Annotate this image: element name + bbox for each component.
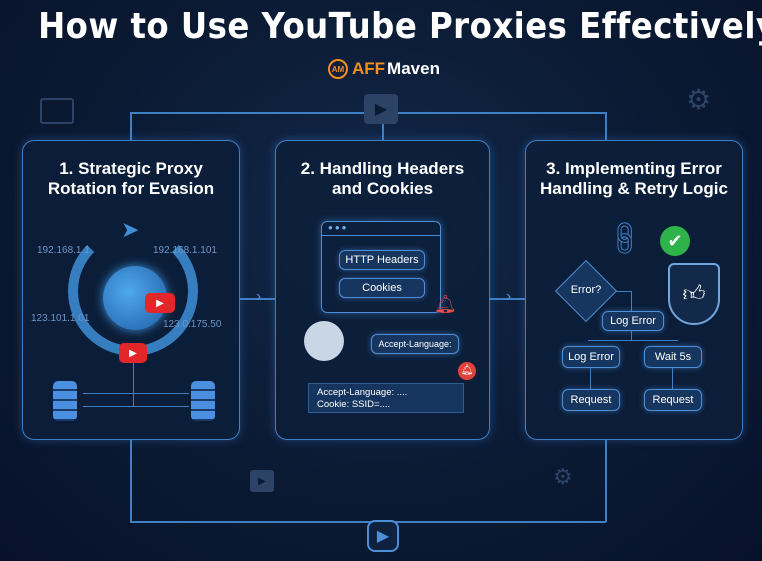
log-error-step: Log Error <box>602 311 664 331</box>
connector <box>672 368 673 389</box>
video-play-icon: ▶ <box>250 470 274 492</box>
browser-window-icon <box>40 98 74 124</box>
shield-thumbs-up-icon: 👍︎ <box>668 263 720 325</box>
brand-name-rest: Maven <box>387 59 440 78</box>
connector <box>240 298 275 300</box>
ip-label: 123.101.1.01 <box>31 313 90 324</box>
code-line: Cookie: SSID=.... <box>317 399 391 410</box>
arrow-right-icon: › <box>506 288 512 305</box>
window-dots-icon: ●●● <box>322 222 440 236</box>
connector <box>130 440 132 522</box>
ip-label: 123.0.175.50 <box>163 319 222 330</box>
http-headers-button[interactable]: HTTP Headers <box>339 250 425 270</box>
youtube-icon: ▶ <box>119 343 147 363</box>
gear-icon: ⚙ <box>686 84 712 115</box>
play-button-icon: ▶ <box>367 520 399 552</box>
connector <box>605 112 607 140</box>
connector <box>83 406 189 407</box>
connector <box>631 331 632 341</box>
code-snippet: Accept-Language: .... Cookie: SSID=.... <box>308 383 464 413</box>
wait-branch: Wait 5s <box>644 346 702 368</box>
request-step: Request <box>562 389 620 411</box>
bell-icon: 🔔︎ <box>434 294 457 314</box>
connector <box>382 112 384 140</box>
cookie-jar-icon <box>304 321 344 361</box>
connector <box>631 291 632 311</box>
connector <box>616 291 631 292</box>
accept-language-tag: Accept-Language: <box>371 334 459 354</box>
database-icon <box>191 381 215 421</box>
log-error-branch: Log Error <box>562 346 620 368</box>
cookies-button[interactable]: Cookies <box>339 278 425 298</box>
brand-name-accent: AFF <box>352 59 386 78</box>
arrow-right-icon: › <box>256 288 262 305</box>
connector <box>83 393 189 394</box>
connector <box>588 340 678 341</box>
page-title: How to Use YouTube Proxies Effectively <box>38 6 762 47</box>
ip-label: 192.168.1.1 <box>37 245 90 256</box>
alert-bell-icon: 🔔︎ <box>458 362 476 380</box>
gear-icon: ⚙ <box>553 464 573 489</box>
decision-label: Error? <box>570 284 602 296</box>
rotation-arrow-icon: ➤ <box>121 217 140 242</box>
connector <box>590 368 591 389</box>
youtube-icon: ▶ <box>145 293 175 313</box>
database-icon <box>53 381 77 421</box>
connector <box>130 112 132 140</box>
ip-label: 192.168.1.101 <box>153 245 217 256</box>
check-icon: ✔ <box>660 226 690 256</box>
video-play-icon: ▶ <box>364 94 398 124</box>
request-step: Request <box>644 389 702 411</box>
affmaven-logo-icon: AM <box>328 59 348 79</box>
connector <box>490 298 525 300</box>
connector <box>133 363 134 406</box>
code-line: Accept-Language: .... <box>317 387 408 398</box>
connector <box>605 440 607 522</box>
browser-window: ●●● <box>321 221 441 313</box>
chain-link-icon: 🔗︎ <box>602 215 647 261</box>
